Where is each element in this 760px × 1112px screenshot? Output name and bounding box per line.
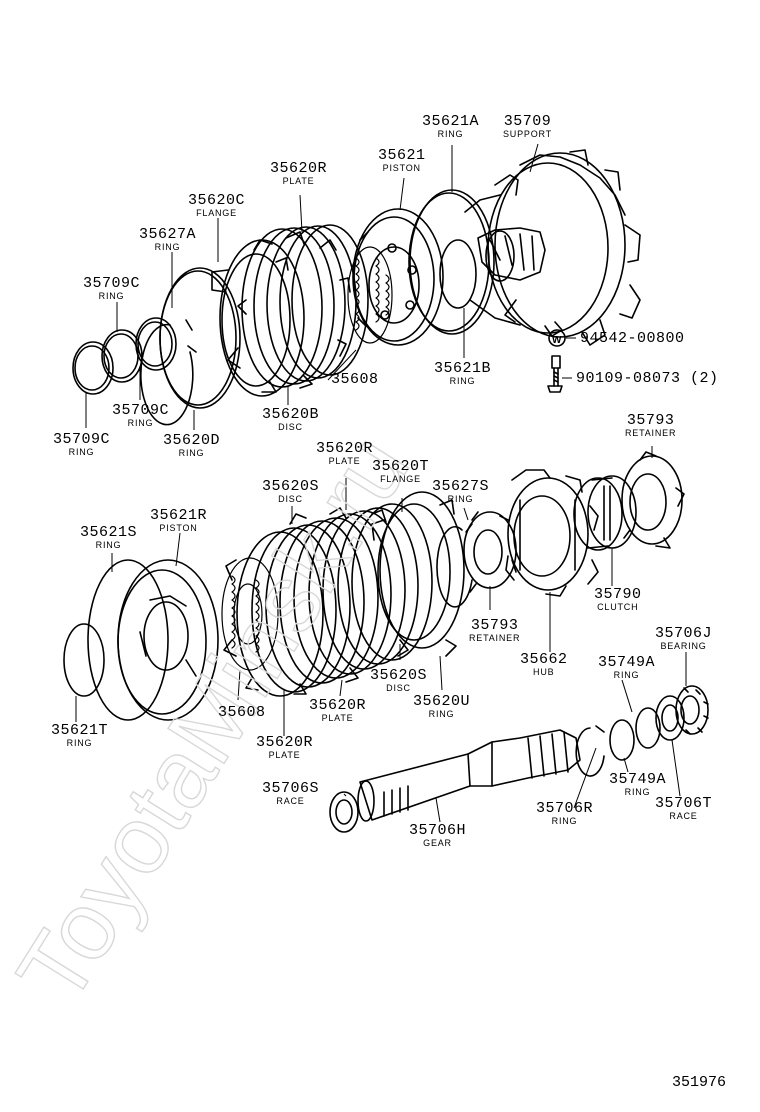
ring-35709c-b-part	[101, 329, 143, 383]
ring-35706r-part	[575, 725, 605, 777]
hub-35662-part	[505, 469, 599, 597]
part-label: 90109-08073 (2)	[576, 370, 719, 387]
washer-94542-part	[548, 329, 566, 347]
race-35706s-part	[329, 791, 359, 833]
gear-shaft-35706h-part	[357, 729, 581, 822]
ring-35709c-c-part	[72, 341, 114, 395]
spring-set-lower-35608-part	[221, 557, 279, 671]
clutch-pack-upper-part	[237, 224, 369, 393]
flange-35620c-part	[211, 239, 305, 397]
one-way-clutch-35790-part	[573, 475, 637, 551]
ring-35621t-part	[63, 623, 105, 697]
ring-35627s-part	[436, 523, 473, 608]
ring-35749a-a-part	[609, 719, 635, 761]
leader-lines	[75, 143, 687, 823]
ring-35621s-part	[87, 559, 169, 721]
bolt-90109-part	[547, 355, 563, 393]
retainer-35793-upper-part	[621, 451, 685, 549]
part-label: 35608	[331, 371, 379, 388]
drawing-number: 351976	[672, 1074, 727, 1091]
bearing-35706j-part	[675, 685, 709, 735]
ring-35621b-part	[439, 239, 477, 309]
ring-35749a-b-part	[635, 707, 661, 749]
ring-35627a-part	[140, 319, 197, 426]
support-drum-part	[464, 149, 641, 346]
race-35706t-part	[655, 695, 685, 741]
flange-35620t-part	[371, 491, 465, 657]
part-label: 35608	[218, 704, 266, 721]
part-label: 94542-00800	[580, 330, 685, 347]
washer-symbol: W	[552, 335, 562, 346]
spring-set-35608-part	[347, 246, 393, 344]
